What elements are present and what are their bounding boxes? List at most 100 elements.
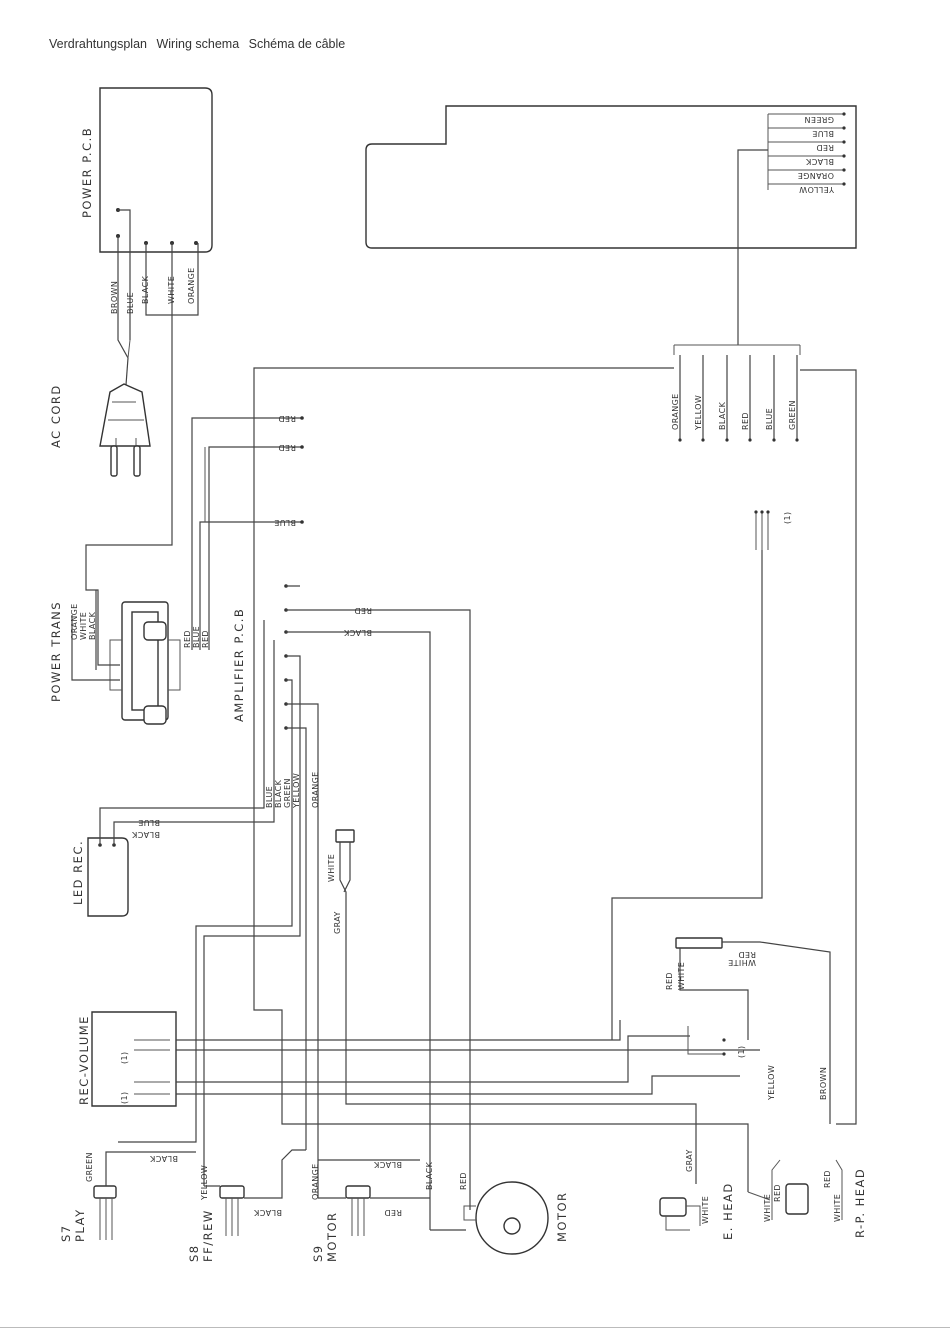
rp-head-label: R-P. HEAD xyxy=(853,1168,867,1238)
top-right-board: GREEN BLUE RED BLACK ORANGE YELLOW xyxy=(365,105,857,345)
mid-plug-label-white: WHITE xyxy=(327,854,336,882)
harness-label-blue: BLUE xyxy=(765,408,774,430)
header-title-en: Wiring schema xyxy=(156,37,240,51)
led-rec-label: LED REC. xyxy=(71,840,85,905)
connector-label-white: WHITE xyxy=(677,962,686,990)
tr-label-orange: ORANGE xyxy=(797,171,834,180)
s9-label-orange: ORANGE xyxy=(311,1163,320,1200)
harness-mark-1: (1) xyxy=(783,511,792,524)
e-head-label-white: WHITE xyxy=(701,1196,710,1224)
amp-in-label-red-2: RED xyxy=(278,443,296,452)
transformer-secondary-wires: RED RED BLUE xyxy=(191,414,304,650)
tr-label-green: GREEN xyxy=(804,115,834,124)
wire-label-black: BLACK xyxy=(141,275,150,304)
ac-cord-wires: BROWN BLUE BLACK WHITE ORANGE xyxy=(110,209,199,359)
wire-label-blue: BLUE xyxy=(126,292,135,314)
power-pcb-board xyxy=(99,87,213,253)
e-head-body xyxy=(659,1197,687,1217)
rec-volume-body xyxy=(91,1011,177,1107)
amp-out-label-yellow: YELLOW xyxy=(292,773,301,809)
rec-volume-mark-upper: (1) xyxy=(120,1051,129,1064)
led-rec: LED REC. BLUE BLACK xyxy=(71,620,275,917)
connector-label-yellow: YELLOW xyxy=(767,1065,776,1101)
tr-label-red: RED xyxy=(816,143,834,152)
connector-label-white-right: WHITE xyxy=(728,958,756,967)
amp-out-label-blue: BLUE xyxy=(265,786,274,808)
harness-label-black: BLACK xyxy=(718,401,727,430)
connector-label-red: RED xyxy=(665,972,674,990)
connector-label-brown: BROWN xyxy=(819,1067,828,1100)
header-title-fr: Schéma de câble xyxy=(248,37,346,51)
amp-out-label-black: BLACK xyxy=(274,779,283,808)
mid-plug: WHITE GRAY xyxy=(327,829,697,1184)
tr-label-yellow: YELLOW xyxy=(799,185,835,194)
ac-cord: AC CORD xyxy=(49,357,151,477)
amp-in-label-blue: BLUE xyxy=(274,518,296,527)
transformer-primary-wires xyxy=(71,315,173,681)
harness-label-red: RED xyxy=(741,412,750,430)
ac-plug-body xyxy=(99,383,151,447)
led-rec-body xyxy=(87,837,129,917)
page-bottom-rule xyxy=(0,1327,950,1328)
rp-head-label-white-left: WHITE xyxy=(763,1194,772,1222)
trans-label-red-2: RED xyxy=(201,630,210,648)
diagram-header: Verdrahtungsplan Wiring schema Schéma de… xyxy=(49,37,351,51)
e-head-label-gray: GRAY xyxy=(685,1149,694,1172)
power-pcb-label: POWER P.C.B xyxy=(80,127,94,218)
power-pcb: POWER P.C.B xyxy=(80,87,213,253)
s7-id: S7 xyxy=(59,1224,73,1242)
connector-label-red-right: RED xyxy=(738,950,756,959)
amp-label-red: RED xyxy=(354,606,372,615)
s9-id: S9 xyxy=(311,1244,325,1262)
rec-volume-mark-lower: (1) xyxy=(120,1091,129,1104)
s7-name: PLAY xyxy=(73,1208,87,1242)
s8-label-yellow: YELLOW xyxy=(200,1165,209,1201)
trans-label-red-1: RED xyxy=(183,630,192,648)
amplifier-pcb: AMPLIFIER P.C.B RED BLACK BLUE BLACK GRE… xyxy=(118,584,471,1230)
trans-label-white: WHITE xyxy=(79,612,88,640)
amp-out-label-green: GREEN xyxy=(283,778,292,808)
amplifier-pcb-label: AMPLIFIER P.C.B xyxy=(232,608,246,722)
harness-label-orange: ORANGE xyxy=(671,393,680,430)
s7-label-green: GREEN xyxy=(85,1152,94,1182)
connector-mark-1: (1) xyxy=(737,1045,746,1058)
rp-head-label-red-left: RED xyxy=(773,1184,782,1202)
rp-head-label-red-right: RED xyxy=(823,1170,832,1188)
top-right-board-outline xyxy=(365,105,857,249)
rp-head-body xyxy=(785,1183,809,1215)
ac-plug-pin-right xyxy=(133,445,141,477)
switch-s9-motor: S9 MOTOR ORANGE BLACK RED xyxy=(311,1159,430,1262)
rec-volume-label: REC-VOLUME xyxy=(77,1015,91,1105)
tr-label-blue: BLUE xyxy=(812,129,834,138)
motor-label: MOTOR xyxy=(555,1191,569,1242)
trans-label-blue: BLUE xyxy=(192,626,201,648)
motor-label-red: RED xyxy=(459,1172,468,1190)
motor: MOTOR BLACK RED xyxy=(425,1161,569,1255)
harness-label-green: GREEN xyxy=(788,400,797,430)
s9-label-red: RED xyxy=(384,1208,402,1217)
ac-plug-pin-left xyxy=(110,445,118,477)
amp-in-label-red-1: RED xyxy=(278,414,296,423)
rp-head: R-P. HEAD WHITE RED RED WHITE xyxy=(747,1159,867,1238)
amp-out-label-orange: ORANGE xyxy=(311,771,320,808)
rp-head-label-white-right: WHITE xyxy=(833,1194,842,1222)
s8-name: FF/REW xyxy=(201,1209,215,1262)
power-transformer: POWER TRANS ORANGE WHITE BLACK RED BLUE … xyxy=(49,601,210,725)
s7-label-black: BLACK xyxy=(149,1154,178,1163)
tr-label-black: BLACK xyxy=(805,157,834,166)
harness-label-yellow: YELLOW xyxy=(694,395,703,431)
s9-label-black: BLACK xyxy=(373,1160,402,1169)
e-head-label: E. HEAD xyxy=(721,1182,735,1240)
wire-label-orange: ORANGE xyxy=(187,267,196,304)
led-label-black: BLACK xyxy=(131,830,160,839)
ac-cord-label: AC CORD xyxy=(49,384,63,448)
motor-label-black: BLACK xyxy=(425,1161,434,1190)
header-title-de: Verdrahtungsplan xyxy=(49,37,147,51)
head-connector: RED WHITE RED WHITE (1) YELLOW BROWN xyxy=(665,937,831,1124)
power-trans-label: POWER TRANS xyxy=(49,601,63,702)
switch-s7-play: S7 PLAY GREEN BLACK xyxy=(59,1151,196,1242)
wire-label-white: WHITE xyxy=(167,276,176,304)
switch-s8-ffrew: S8 FF/REW YELLOW BLACK xyxy=(187,1149,306,1262)
s8-id: S8 xyxy=(187,1244,201,1262)
